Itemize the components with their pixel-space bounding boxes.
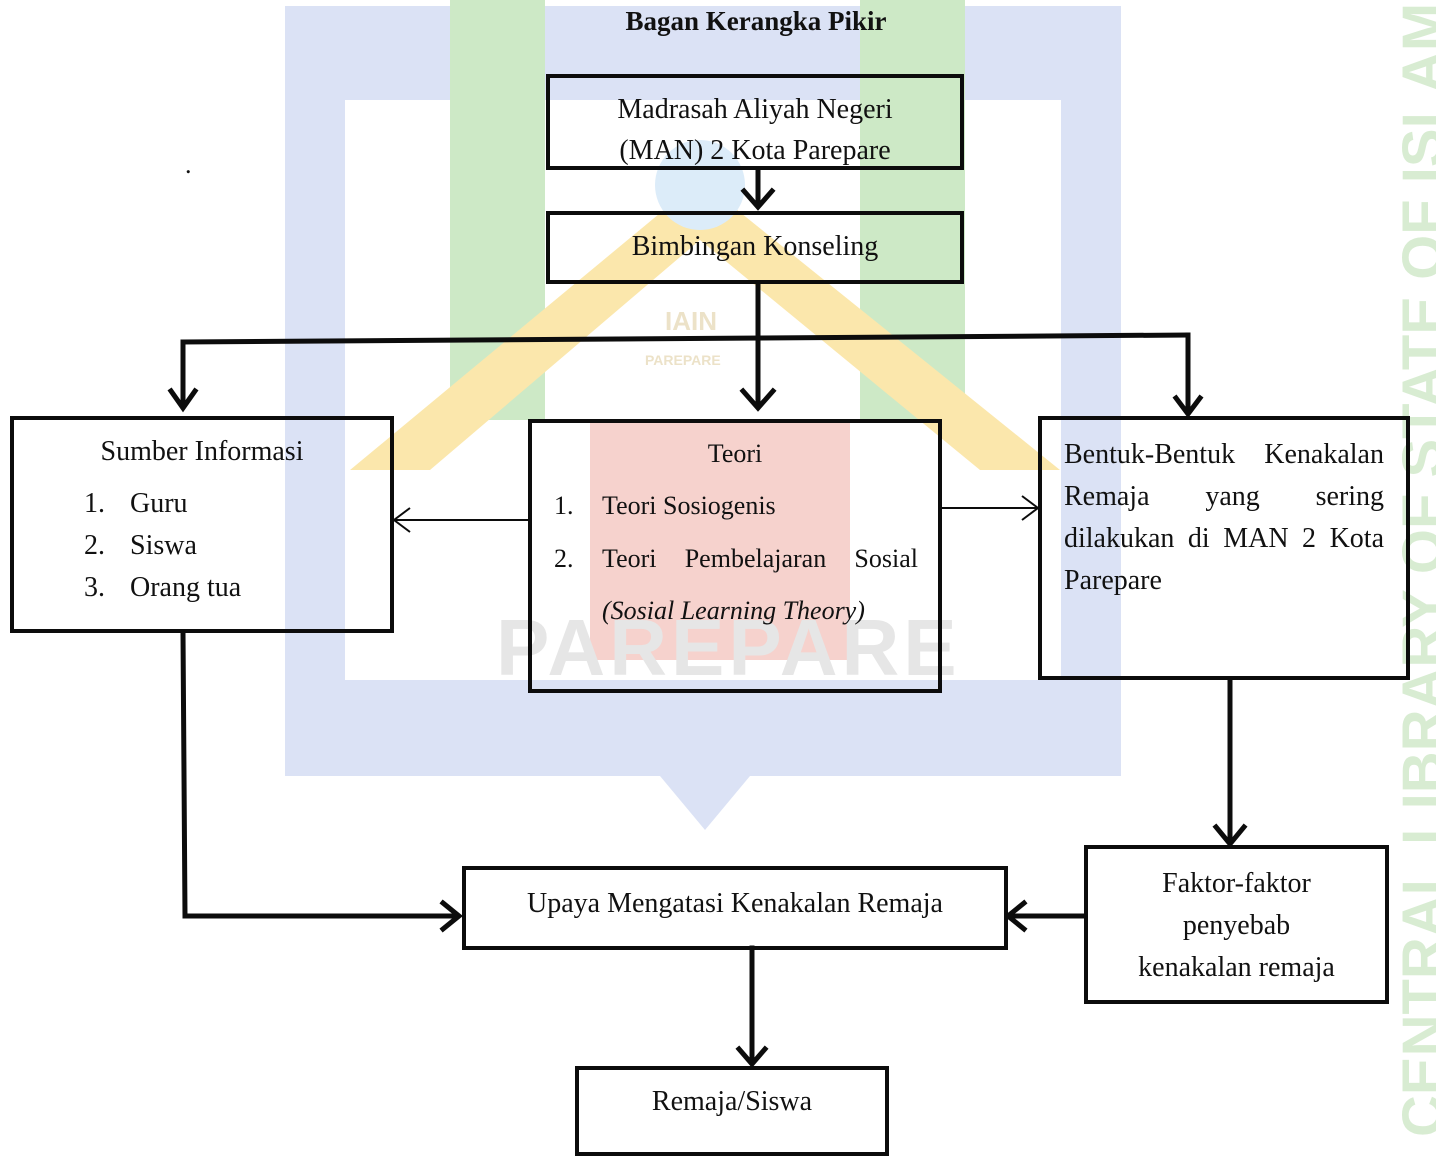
remaja-label: Remaja/Siswa <box>651 1086 813 1117</box>
teori-italic-note: (Sosial Learning Theory) <box>602 595 865 625</box>
faktor-line3: kenakalan remaja <box>1138 952 1335 983</box>
bentuk-line1: Bentuk-Bentuk Kenakalan <box>1064 439 1384 470</box>
bentuk-line4: Parepare <box>1064 565 1162 596</box>
arrowhead-teori <box>739 387 777 412</box>
sumber-item: 3.Orang tua <box>84 571 242 603</box>
connector-sumber-to-upaya <box>180 630 458 919</box>
sumber-list: 1.Guru 2.Siswa 3.Orang tua <box>84 483 390 609</box>
madrasah-line1: Madrasah Aliyah Negeri <box>617 94 893 125</box>
box-teori: Teori 1.Teori Sosiogenis 2. Teori Pembel… <box>528 419 942 693</box>
arrowhead-upaya-left <box>439 899 463 933</box>
upaya-label: Upaya Mengatasi Kenakalan Remaja <box>527 888 943 919</box>
faktor-line2: penyebab <box>1182 910 1291 941</box>
sumber-item: 1.Guru <box>84 487 188 519</box>
bimbingan-konseling-label: Bimbingan Konseling <box>631 231 879 262</box>
teori-item-1: 1.Teori Sosiogenis <box>554 491 776 521</box>
arrowhead-sumber <box>167 387 199 413</box>
arrowhead-remaja <box>735 1045 769 1068</box>
faktor-line1: Faktor-faktor <box>1162 868 1311 899</box>
teori-item-2: 2. Teori Pembelajaran Sosial <box>554 543 918 573</box>
arrowhead-teori-sumber <box>392 507 411 533</box>
box-bentuk-kenakalan: Bentuk-Bentuk Kenakalan Remaja yang seri… <box>1038 416 1410 680</box>
box-sumber-informasi: Sumber Informasi 1.Guru 2.Siswa 3.Orang … <box>10 416 394 633</box>
arrowhead-bk <box>740 187 776 211</box>
box-remaja-siswa: Remaja/Siswa <box>575 1066 889 1156</box>
teori-title: Teori <box>707 439 763 468</box>
box-faktor-penyebab: Faktor-faktor penyebab kenakalan remaja <box>1084 845 1389 1004</box>
bentuk-line2: Remaja yang sering <box>1064 481 1384 512</box>
stray-dot: . <box>185 150 192 179</box>
box-bimbingan-konseling: Bimbingan Konseling <box>546 211 964 284</box>
sumber-item: 2.Siswa <box>84 529 197 561</box>
box-madrasah: Madrasah Aliyah Negeri (MAN) 2 Kota Pare… <box>546 74 964 170</box>
connector-branch-horizontal <box>180 332 1191 345</box>
arrowhead-bentuk <box>1172 394 1204 419</box>
diagram-title: Bagan Kerangka Pikir <box>625 6 887 36</box>
arrowhead-upaya-right <box>1004 899 1028 933</box>
bentuk-line3: dilakukan di MAN 2 Kota <box>1064 523 1384 554</box>
arrowhead-faktor <box>1212 823 1248 848</box>
box-upaya-mengatasi: Upaya Mengatasi Kenakalan Remaja <box>462 866 1008 950</box>
sumber-title: Sumber Informasi <box>100 436 304 467</box>
madrasah-line2: (MAN) 2 Kota Parepare <box>619 134 891 166</box>
